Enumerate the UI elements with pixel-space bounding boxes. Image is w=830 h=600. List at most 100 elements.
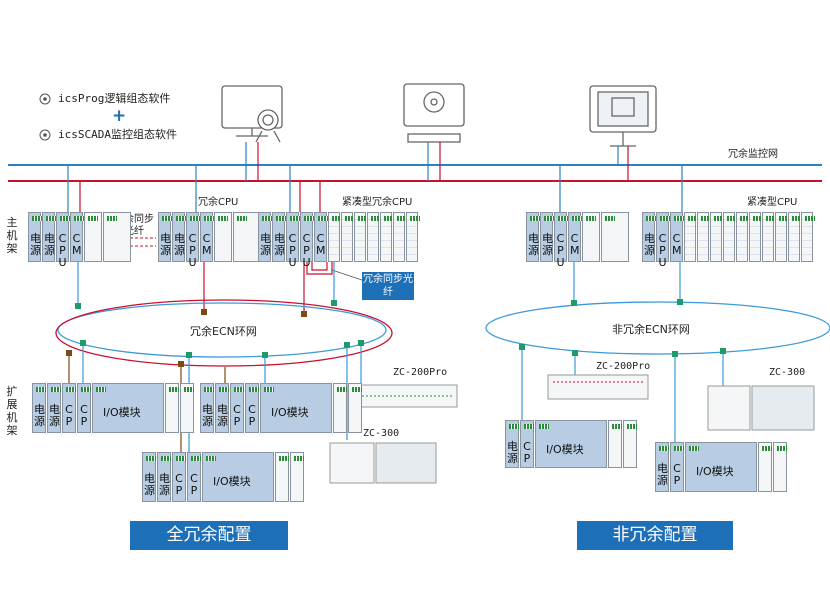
- rack-8-slot-module: [275, 452, 289, 502]
- zc300-label-left: ZC-300: [363, 428, 400, 439]
- rack-9-slot-module: [623, 420, 637, 468]
- compact-redundant-cpu-label: 紧凑型冗余CPU: [342, 197, 413, 208]
- rack-8-slot-module: [290, 452, 304, 502]
- rack-4-slot-module: [582, 212, 600, 262]
- rack-5-slot-module: [801, 212, 815, 262]
- rack-5-slot-module: [684, 212, 698, 262]
- rack-7-slot-module: [333, 383, 347, 433]
- power-label: 电源: [274, 232, 285, 257]
- rack-4-power-module: 电源: [526, 212, 540, 262]
- rack-3-slot-module: [393, 212, 407, 262]
- power-label: 电源: [30, 232, 41, 257]
- power-label: 电源: [160, 232, 171, 257]
- power-label: 电源: [644, 232, 655, 257]
- cm-label: CM: [570, 232, 580, 257]
- cpu-label: CPU: [288, 232, 297, 269]
- cp-label: CP: [65, 403, 73, 428]
- non-redundant-ring-label: 非冗余ECN环网: [612, 323, 690, 336]
- rack-1-cm-module: CM: [70, 212, 84, 262]
- cp-label: CP: [175, 472, 183, 497]
- full-redundant-banner: 全冗余配置: [130, 521, 288, 550]
- rack-1-cpu-module: CPU: [56, 212, 70, 269]
- rack-9-slot-module: [608, 420, 622, 468]
- rack-5-power-module: 电源: [642, 212, 656, 262]
- io-label: I/O模块: [103, 406, 141, 419]
- rack-5-slot-module: [788, 212, 802, 262]
- zc200pro-label-right: ZC-200Pro: [596, 361, 651, 372]
- rack-3-slot-module: [328, 212, 342, 262]
- main-rack-label: 主机架: [6, 216, 18, 255]
- cm-label: CM: [72, 232, 82, 257]
- ext-rack-label: 扩展机架: [6, 385, 18, 437]
- disc-icon: [39, 93, 51, 105]
- non-redundant-banner: 非冗余配置: [577, 521, 733, 550]
- zc200pro-device-right: [547, 374, 649, 400]
- cp-label: CP: [80, 403, 88, 428]
- rack-7-power-module: 电源: [200, 383, 214, 433]
- rack-3-slot-module: [367, 212, 381, 262]
- power-label: 电源: [144, 472, 155, 497]
- rack-3-cpu-module: CPU: [286, 212, 300, 269]
- rack-9-io-module: I/O模块: [535, 420, 607, 468]
- zc300-label-right: ZC-300: [769, 367, 806, 378]
- rack-5-cm-module: CM: [670, 212, 684, 262]
- cp-label: CP: [248, 403, 256, 428]
- rack-5-slot-module: [775, 212, 789, 262]
- rack-10-slot-module: [758, 442, 772, 492]
- workstation-3-icon: [589, 85, 657, 147]
- rack-2-slot-module: [233, 212, 261, 262]
- rack-2-power-module: 电源: [158, 212, 172, 262]
- rack-1-power-module: 电源: [42, 212, 56, 262]
- rack-1-slot-module: [84, 212, 102, 262]
- power-label: 电源: [159, 472, 170, 497]
- compact-cpu-label: 紧凑型CPU: [747, 197, 798, 208]
- cm-label: CM: [316, 232, 326, 257]
- power-label: 电源: [260, 232, 271, 257]
- cpu-label: CPU: [556, 232, 565, 269]
- power-label: 电源: [657, 462, 668, 487]
- cpu-label: CPU: [58, 232, 67, 269]
- rack-10-power-module: 电源: [655, 442, 669, 492]
- rack-2-cpu-module: CPU: [186, 212, 200, 269]
- redundant-ring-blue: [57, 302, 387, 358]
- redundant-ring-label: 冗余ECN环网: [190, 325, 257, 338]
- workstation-2-icon: [403, 83, 465, 143]
- zc200pro-device-left: [356, 384, 458, 408]
- cp-label: CP: [523, 440, 531, 465]
- cp-label: CP: [673, 462, 681, 487]
- zc300-device-right: [707, 385, 815, 431]
- cpu-label: CPU: [658, 232, 667, 269]
- rack-5-slot-module: [697, 212, 711, 262]
- rack-4-cpu-module: CPU: [554, 212, 568, 269]
- rack-3-cpu-module: CPU: [300, 212, 314, 269]
- rack-7-cp-module: CP: [245, 383, 259, 433]
- cpu-label: CPU: [188, 232, 197, 269]
- rack-8-cp-module: CP: [187, 452, 201, 502]
- legend-ics-scada: icsSCADA监控组态软件: [58, 128, 177, 141]
- workstation-1-icon: [221, 85, 283, 143]
- rack-6-power-module: 电源: [47, 383, 61, 433]
- power-label: 电源: [174, 232, 185, 257]
- rack-5-slot-module: [710, 212, 724, 262]
- rack-7-power-module: 电源: [215, 383, 229, 433]
- rack-5-slot-module: [736, 212, 750, 262]
- rack-3-slot-module: [380, 212, 394, 262]
- power-label: 电源: [528, 232, 539, 257]
- cm-label: CM: [202, 232, 212, 257]
- rack-2-cm-module: CM: [200, 212, 214, 262]
- cp-label: CP: [233, 403, 241, 428]
- rack-8-power-module: 电源: [157, 452, 171, 502]
- rack-7-cp-module: CP: [230, 383, 244, 433]
- rack-6-cp-module: CP: [77, 383, 91, 433]
- rack-4-power-module: 电源: [540, 212, 554, 262]
- rack-3-slot-module: [406, 212, 420, 262]
- power-label: 电源: [542, 232, 553, 257]
- rack-6-slot-module: [180, 383, 194, 433]
- rack-10-slot-module: [773, 442, 787, 492]
- rack-6-power-module: 电源: [32, 383, 46, 433]
- power-label: 电源: [49, 403, 60, 428]
- rack-3-power-module: 电源: [258, 212, 272, 262]
- rack-5-slot-module: [723, 212, 737, 262]
- rack-3-cm-module: CM: [314, 212, 328, 262]
